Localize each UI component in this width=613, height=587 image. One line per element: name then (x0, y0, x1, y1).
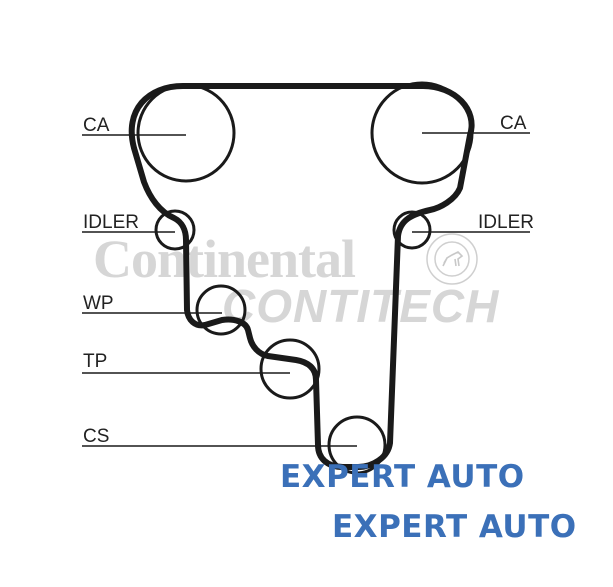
horse-seal-logo (426, 233, 478, 285)
label-ca-left: CA (83, 115, 110, 136)
watermark-brand: Continental (93, 229, 356, 289)
label-ca-right: CA (500, 113, 527, 134)
idler-pulley-left (154, 209, 196, 251)
watermark-division: CONTITECH (222, 280, 499, 332)
crankshaft-pulley (327, 415, 387, 475)
continental-watermark: Continental CONTITECH (93, 229, 499, 332)
leader-lines (82, 132, 530, 447)
timing-belt (128, 83, 475, 470)
tensioner-pulley (259, 338, 321, 400)
label-cs: CS (83, 426, 109, 447)
idler-pulley-right (392, 210, 432, 250)
label-idler-left: IDLER (83, 212, 139, 233)
label-idler-right: IDLER (478, 212, 534, 233)
expert-auto-text-1: EXPERT AUTO (280, 459, 525, 495)
expert-auto-text-2: EXPERT AUTO (332, 509, 577, 545)
label-wp: WP (83, 293, 114, 314)
water-pump-pulley (195, 284, 247, 336)
camshaft-pulley-left (136, 83, 236, 183)
label-tp: TP (83, 351, 107, 372)
